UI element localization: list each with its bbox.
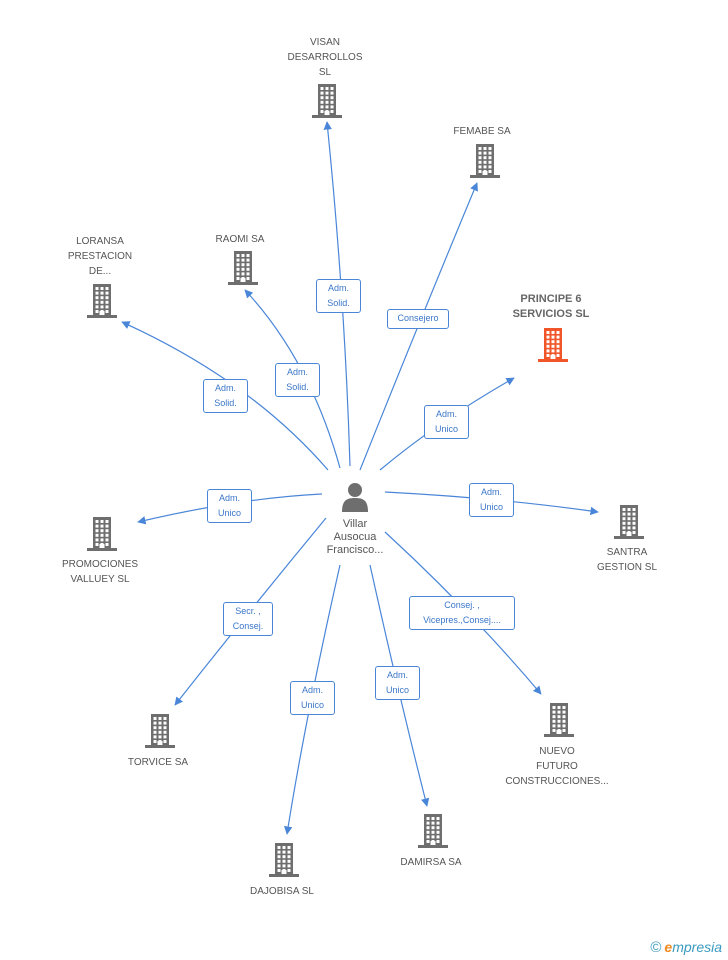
relation-label-line: Solid. [214, 398, 237, 408]
relation-label-line: Consej. [232, 621, 264, 631]
relation-label-line: Consejero [397, 313, 439, 323]
building-icon[interactable] [145, 714, 175, 748]
company-label-line: LORANSA [76, 236, 124, 247]
company-label-line: CONSTRUCCIONES... [505, 776, 609, 787]
company-label-line: SERVICIOS SL [512, 308, 590, 320]
relation-label-line: Vicepres.,Consej.... [423, 615, 501, 625]
building-icon[interactable] [538, 328, 568, 362]
relation-label-torvice[interactable]: Secr. , Consej. [223, 602, 273, 636]
center-name-line: Villar [342, 518, 368, 530]
company-label-visan[interactable]: VISAN DESARROLLOS SL [260, 35, 390, 80]
company-label-damirsa[interactable]: DAMIRSA SA [366, 855, 496, 870]
center-name-line: Ausocua [333, 531, 377, 543]
relation-label-line: Solid. [286, 382, 309, 392]
relation-label-line: Unico [217, 508, 241, 518]
relation-label-line: Unico [479, 502, 503, 512]
company-label-dajobisa[interactable]: DAJOBISA SL [217, 884, 347, 899]
company-label-line: GESTION SL [596, 562, 657, 573]
company-label-line: PRINCIPE 6 [520, 293, 582, 305]
company-label-principe[interactable]: PRINCIPE 6 SERVICIOS SL [486, 292, 616, 322]
company-label-line: FUTURO [536, 761, 578, 772]
copyright-symbol: © [650, 939, 662, 956]
relation-label-line: Adm. [386, 670, 408, 680]
company-label-line: SANTRA [606, 547, 648, 558]
relation-label-santra[interactable]: Adm. Unico [469, 483, 514, 517]
empresia-copyright: ©empresia [650, 939, 722, 956]
company-label-line: FEMABE SA [453, 126, 511, 137]
company-label-line: VALLUEY SL [70, 574, 130, 585]
relation-label-raomi[interactable]: Adm. Solid. [275, 363, 320, 397]
building-icon[interactable] [312, 84, 342, 118]
company-label-torvice[interactable]: TORVICE SA [93, 755, 223, 770]
company-label-line: VISAN [309, 37, 340, 48]
brand-name: mpresia [672, 939, 722, 955]
company-label-line: PROMOCIONES [61, 559, 139, 570]
relation-label-line: Unico [300, 700, 324, 710]
building-icon[interactable] [470, 144, 500, 178]
relation-label-line: Solid. [327, 298, 350, 308]
relation-label-line: Adm. [301, 685, 323, 695]
relation-label-line: Secr. , [235, 606, 261, 616]
company-label-line: DAJOBISA SL [250, 886, 314, 897]
company-label-line: NUEVO [539, 746, 575, 757]
center-name-line: Francisco... [326, 544, 384, 556]
relation-label-damirsa[interactable]: Adm. Unico [375, 666, 420, 700]
company-label-line: DESARROLLOS [287, 52, 363, 63]
relation-label-line: Unico [434, 424, 458, 434]
relation-label-line: Consej. , [444, 600, 480, 610]
relation-label-line: Adm. [214, 383, 236, 393]
center-person[interactable]: Villar Ausocua Francisco... [300, 482, 410, 562]
company-label-line: SL [318, 67, 332, 78]
company-label-nuevo[interactable]: NUEVO FUTURO CONSTRUCCIONES... [492, 744, 622, 789]
building-icon[interactable] [87, 284, 117, 318]
company-label-loransa[interactable]: LORANSA PRESTACION DE... [35, 234, 165, 279]
building-icon[interactable] [269, 843, 299, 877]
relation-label-line: Adm. [218, 493, 240, 503]
relation-label-line: Unico [385, 685, 409, 695]
relation-label-line: Adm. [480, 487, 502, 497]
company-label-line: TORVICE SA [127, 757, 189, 768]
relation-label-femabe[interactable]: Consejero [387, 309, 449, 329]
relation-label-visan[interactable]: Adm. Solid. [316, 279, 361, 313]
building-icon[interactable] [228, 251, 258, 285]
relation-label-line: Adm. [435, 409, 457, 419]
relation-label-promociones[interactable]: Adm. Unico [207, 489, 252, 523]
relation-label-dajobisa[interactable]: Adm. Unico [290, 681, 335, 715]
brand-initial: e [664, 939, 673, 955]
company-label-santra[interactable]: SANTRA GESTION SL [562, 545, 692, 575]
company-label-line: PRESTACION [67, 251, 133, 262]
building-icon[interactable] [87, 517, 117, 551]
building-icon[interactable] [544, 703, 574, 737]
company-label-promociones[interactable]: PROMOCIONES VALLUEY SL [35, 557, 165, 587]
relation-label-nuevo[interactable]: Consej. , Vicepres.,Consej.... [409, 596, 515, 630]
company-label-femabe[interactable]: FEMABE SA [417, 124, 547, 139]
company-label-line: DAMIRSA SA [400, 857, 462, 868]
company-label-line: RAOMI SA [215, 234, 265, 245]
relation-label-principe[interactable]: Adm. Unico [424, 405, 469, 439]
person-icon [342, 483, 368, 512]
building-icon[interactable] [418, 814, 448, 848]
company-label-line: DE... [88, 266, 112, 277]
relation-label-loransa[interactable]: Adm. Solid. [203, 379, 248, 413]
relation-label-line: Adm. [286, 367, 308, 377]
building-icon[interactable] [614, 505, 644, 539]
company-label-raomi[interactable]: RAOMI SA [175, 232, 305, 247]
relation-label-line: Adm. [327, 283, 349, 293]
